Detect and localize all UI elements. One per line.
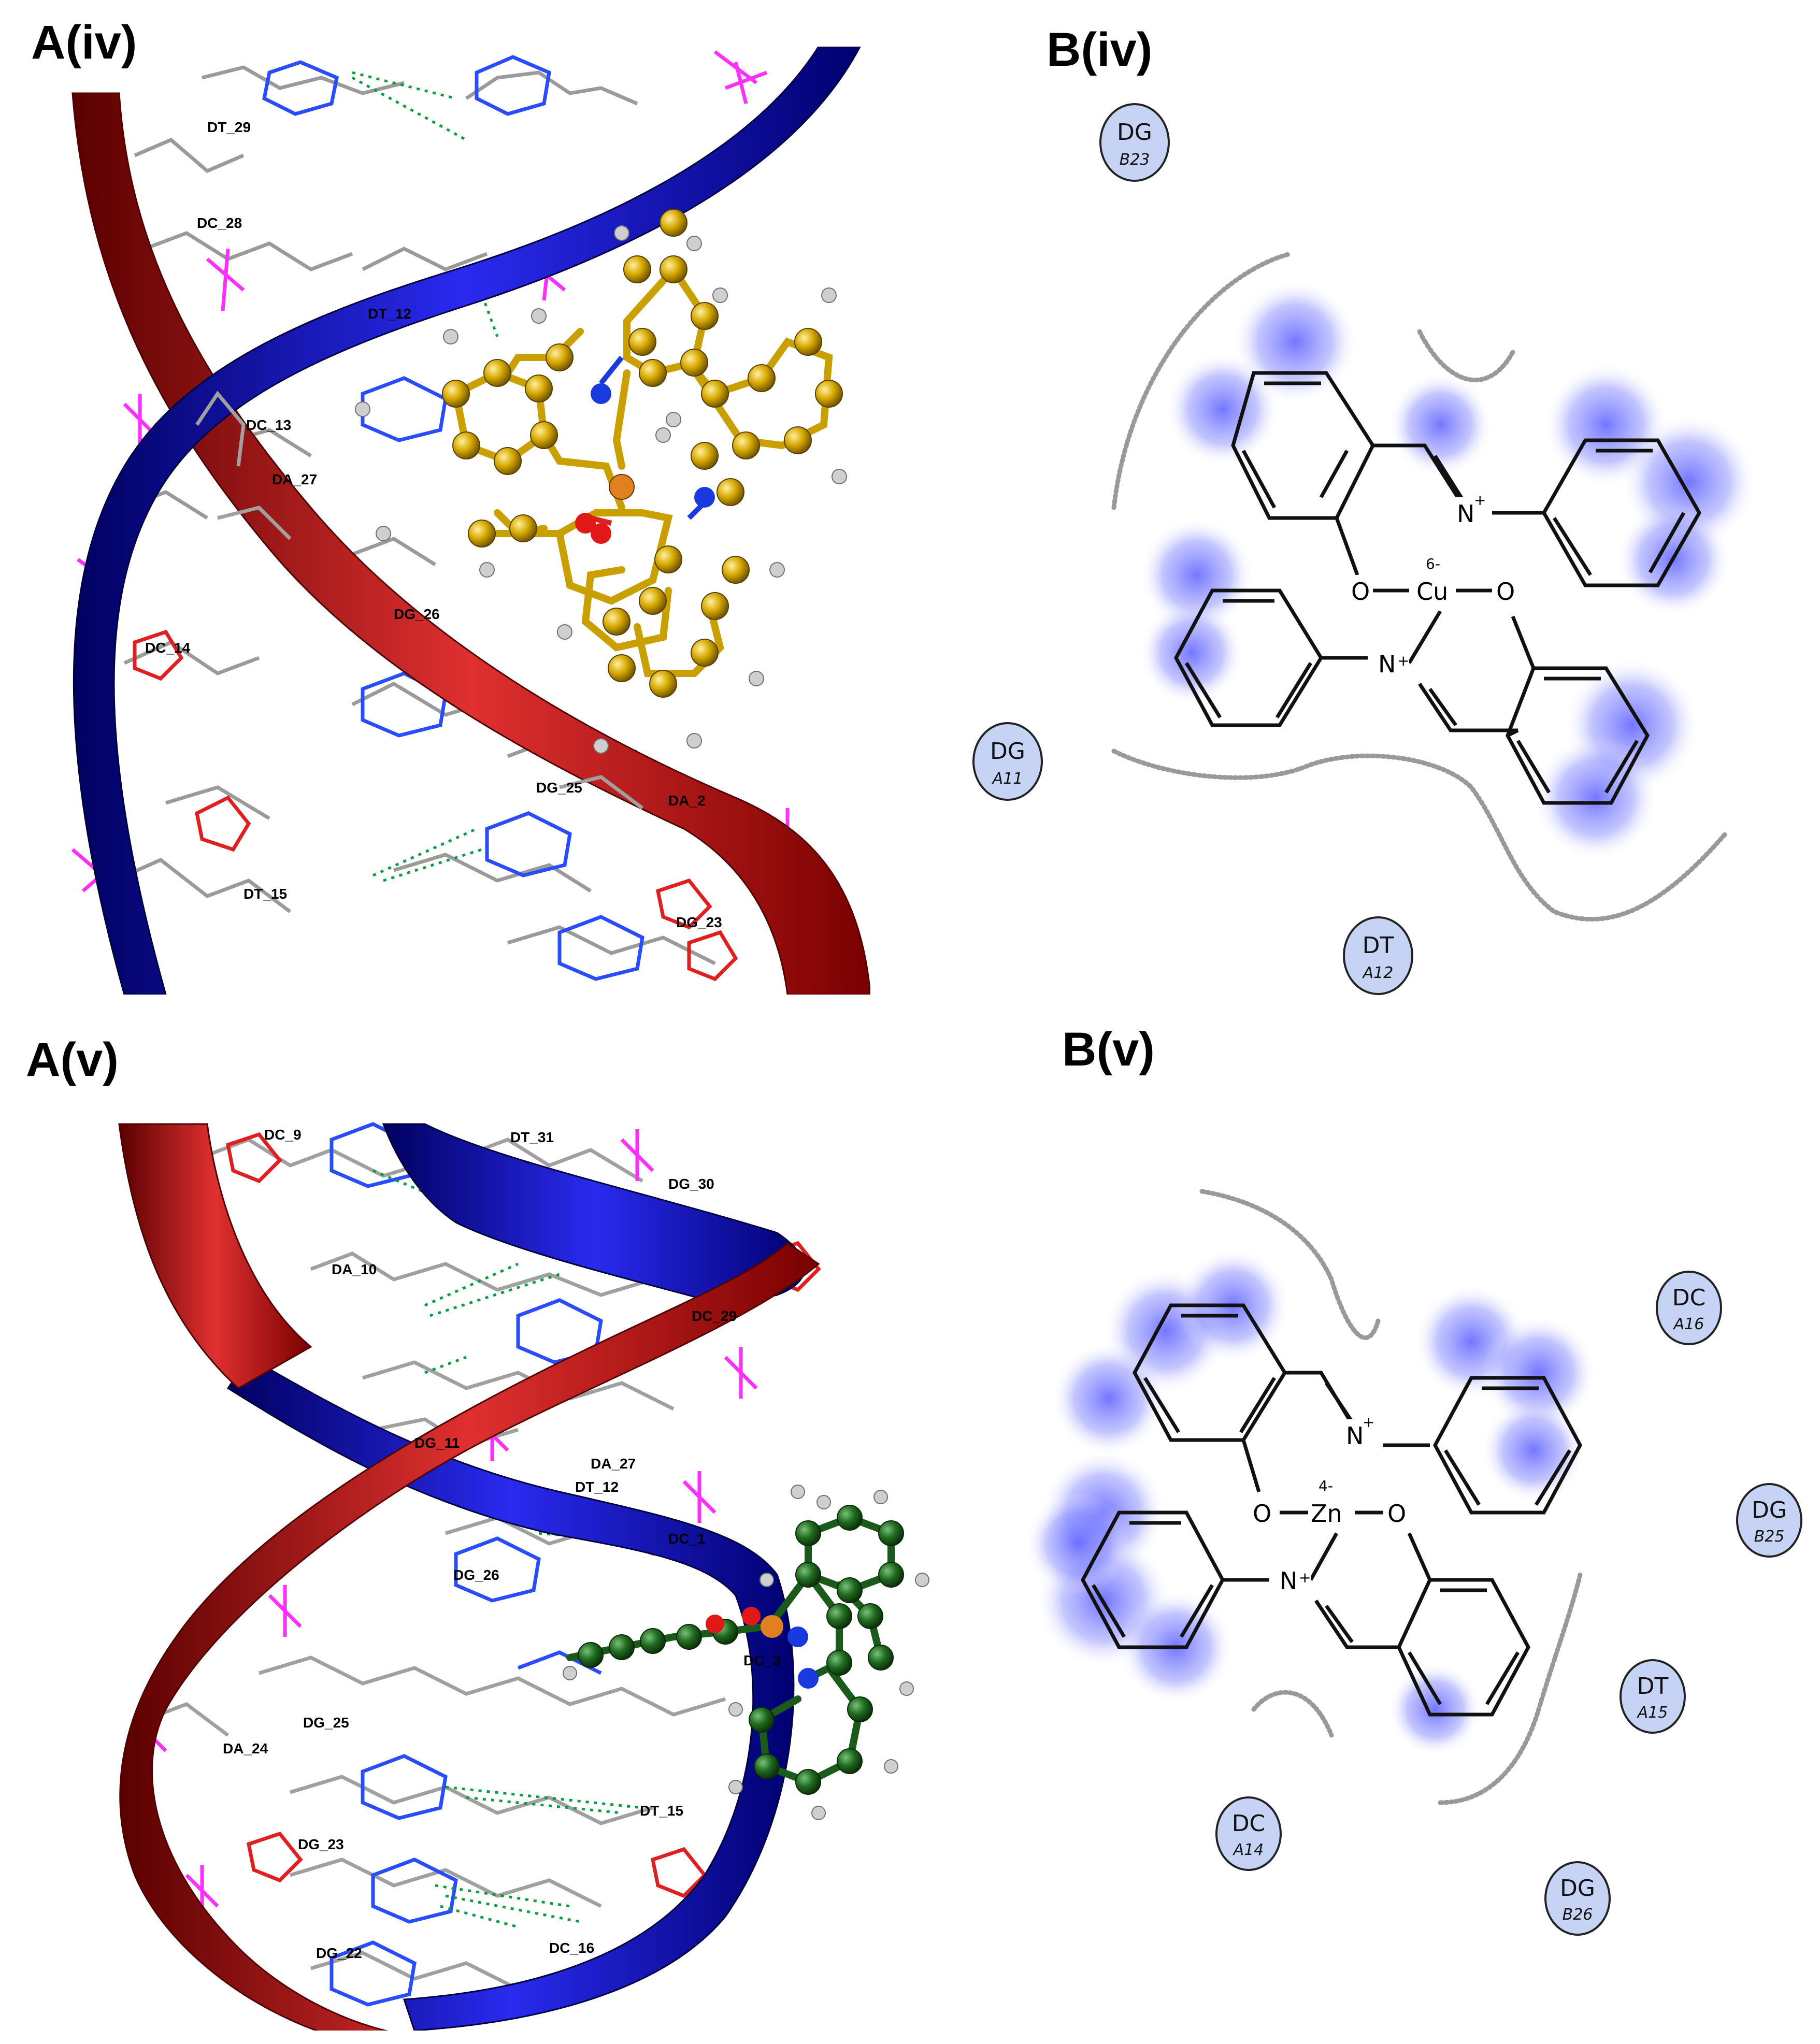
residue-label: DA_10 [332, 1261, 377, 1277]
charge-metal: 6- [1426, 555, 1440, 572]
interaction-diagram-b-v: N + O Zn 4- O N + DC A16 DG B25 DT A15 [1026, 1189, 1802, 1936]
residue-node-a14: DC A14 [1215, 1796, 1282, 1871]
node-name: DG [1560, 1875, 1595, 1902]
base-rings-blue [262, 55, 644, 981]
node-chain: A16 [1673, 1315, 1704, 1333]
node-name: DT [1637, 1673, 1669, 1700]
residue-label: DA_27 [591, 1456, 636, 1472]
residue-node-a16: DC A16 [1656, 1271, 1722, 1345]
foreground-sticks [195, 391, 644, 810]
residue-label: DC_29 [692, 1308, 737, 1324]
node-name: DG [1117, 119, 1152, 146]
metal-cu: Cu [1416, 578, 1448, 606]
dna-strand-red [71, 92, 870, 995]
dna-strand-red-cross [119, 1242, 820, 2031]
residue-node-b25: DG B25 [1736, 1483, 1802, 1558]
zn-complex-ligand [563, 1485, 929, 1820]
residue-label: DC_14 [145, 640, 191, 656]
atom-n-top: N [1346, 1422, 1364, 1450]
residue-node-a15: DT A15 [1620, 1659, 1686, 1734]
metal-zn: Zn [1311, 1500, 1342, 1528]
dna-strand-blue [73, 47, 861, 995]
panel-label-b-iv: B(iv) [1047, 23, 1153, 76]
residue-node-a11: DG A11 [972, 722, 1043, 801]
hydrogen-bonds [351, 71, 499, 882]
residue-label: DG_26 [394, 606, 440, 622]
node-name: DG [990, 738, 1025, 765]
node-chain: A14 [1233, 1841, 1264, 1859]
dna-strand-red [118, 1123, 312, 1389]
residue-label: DT_15 [243, 886, 287, 902]
cu-complex-ligand [355, 209, 847, 754]
dna-strand-blue-lower [226, 1356, 795, 2031]
residue-labels-a-iv: DT_29 DC_28 DT_12 DC_13 DA_27 DG_26 DC_1… [145, 119, 722, 930]
node-chain: B26 [1563, 1906, 1593, 1924]
atom-n-bottom: N [1280, 1567, 1297, 1595]
node-name: DT [1363, 932, 1394, 959]
panel-label-a-v: A(v) [26, 1033, 119, 1086]
node-chain: B23 [1120, 151, 1150, 169]
node-chain: A11 [992, 770, 1023, 788]
node-chain: B25 [1754, 1528, 1785, 1546]
residue-label: DG_22 [316, 1945, 362, 1961]
residue-node-b23: DG B23 [1099, 103, 1170, 182]
atom-o-right: O [1387, 1500, 1406, 1528]
node-name: DG [1752, 1497, 1787, 1523]
dna-model-a-v: DC_9 DT_31 DG_30 DA_10 DC_29 DG_11 DA_27… [118, 1122, 929, 2031]
residue-label: DC_9 [264, 1127, 302, 1143]
residue-label: DC_28 [197, 215, 242, 231]
interaction-diagram-b-iv: N + O Cu 6- O N + DG B23 DG A11 DT A12 [972, 103, 1756, 995]
residue-label: DT_29 [207, 119, 251, 135]
residue-label: DT_12 [368, 306, 411, 322]
node-chain: A15 [1637, 1704, 1668, 1722]
atom-n-bottom: N [1378, 650, 1396, 678]
residue-label: DG_26 [453, 1567, 499, 1583]
residue-label: DG_30 [668, 1176, 714, 1192]
node-name: DC [1232, 1810, 1266, 1837]
residue-label: DT_31 [510, 1129, 554, 1145]
residue-node-b26: DG B26 [1544, 1861, 1611, 1936]
complex-structure-v [1081, 1303, 1582, 1717]
sugar-rings-red [133, 629, 738, 982]
node-chain: A12 [1362, 964, 1394, 982]
panel-label-a-iv: A(iv) [31, 16, 137, 69]
residue-label: DC_16 [549, 1940, 594, 1956]
residue-label: DT_15 [640, 1803, 683, 1819]
complex-atoms-iv: N + O Cu 6- O N + [1347, 492, 1518, 679]
residue-node-a12: DT A12 [1343, 916, 1413, 995]
charge-metal: 4- [1319, 1477, 1333, 1494]
residue-label: DA_2 [668, 793, 706, 809]
residue-label: DC_13 [246, 417, 291, 433]
contact-contours [1111, 251, 1728, 922]
complex-structure-iv [1174, 371, 1702, 805]
dna-model-a-iv: DT_29 DC_28 DT_12 DC_13 DA_27 DG_26 DC_1… [71, 47, 870, 995]
contact-contours [1199, 1189, 1583, 1805]
residue-label: DG_25 [536, 780, 582, 796]
panel-label-b-v: B(v) [1062, 1023, 1155, 1076]
hydrophobic-halos [1140, 280, 1756, 860]
residue-label: DG_11 [414, 1435, 460, 1451]
node-name: DC [1672, 1285, 1706, 1311]
residue-label: DC_1 [668, 1531, 706, 1547]
atom-o-right: O [1496, 578, 1515, 606]
atom-o-left: O [1351, 578, 1370, 606]
residue-label: DC_3 [743, 1652, 781, 1668]
residue-label: DA_27 [272, 471, 317, 487]
complex-atoms-v: N + O Zn 4- O N + [1249, 1414, 1409, 1595]
dna-strand-blue [382, 1123, 806, 1306]
residue-labels-a-v: DC_9 DT_31 DG_30 DA_10 DC_29 DG_11 DA_27… [223, 1127, 781, 1961]
charge-n-bottom: + [1397, 652, 1409, 669]
residue-label: DG_23 [298, 1836, 344, 1852]
residue-label: DT_12 [575, 1479, 619, 1495]
hydrogen-bonds [372, 1169, 643, 1928]
charge-n-top: + [1474, 492, 1486, 509]
charge-n-top: + [1363, 1414, 1374, 1431]
residue-label: DG_23 [676, 914, 722, 930]
atom-o-left: O [1253, 1500, 1271, 1528]
residue-label: DG_25 [303, 1715, 349, 1731]
residue-label: DA_24 [223, 1740, 268, 1757]
charge-n-bottom: + [1299, 1569, 1311, 1586]
atom-n-top: N [1457, 500, 1474, 528]
